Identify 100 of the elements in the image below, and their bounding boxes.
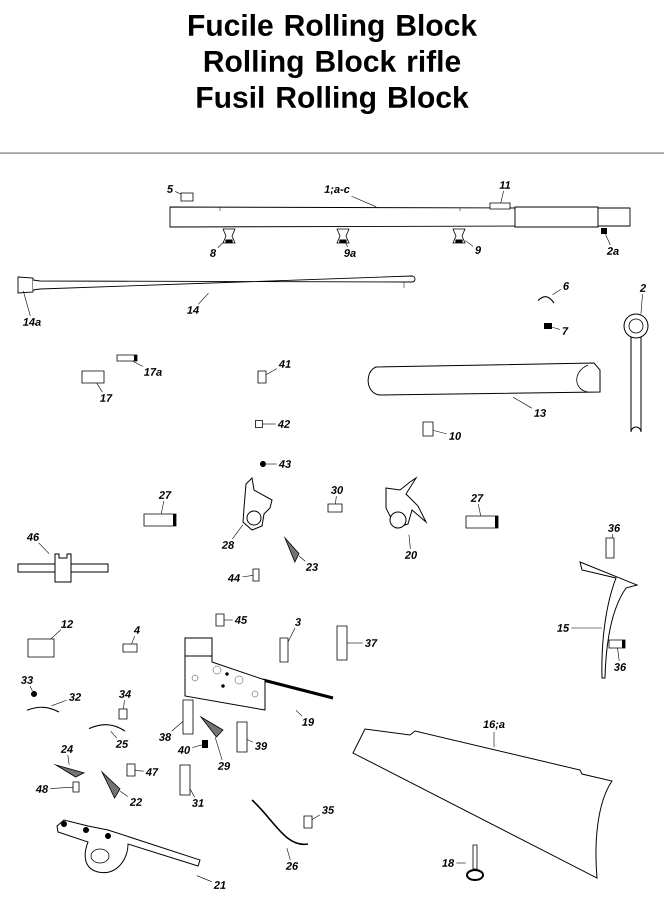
part-drawing: [606, 538, 614, 558]
callout-number: 1;a-c: [324, 185, 350, 195]
part-drawing: [336, 228, 350, 244]
leader-line: [196, 875, 212, 882]
callout-number: 37: [364, 639, 378, 647]
callout-number: 35: [322, 806, 334, 814]
callout-number: 18: [442, 859, 454, 867]
callout-number: 22: [130, 798, 142, 806]
callout-number: 36: [614, 663, 626, 671]
callout-number: 41: [278, 360, 291, 368]
callout-number: 2: [640, 284, 646, 292]
part-drawing: [126, 764, 136, 776]
part-drawing: [258, 370, 266, 384]
part-drawing: [116, 354, 138, 362]
leader-line: [464, 240, 474, 247]
callout-number: 38: [158, 733, 172, 741]
callout-number: 45: [234, 616, 248, 624]
leader-line: [96, 382, 103, 392]
callout-number: 14: [187, 306, 199, 314]
callout-number: 11: [499, 181, 510, 189]
leader-line: [296, 710, 302, 717]
part-drawing: [422, 422, 434, 436]
leader-line: [351, 196, 376, 208]
title: Fucile Rolling Block Rolling Block rifle Fusil Rolling Block: [189, 14, 478, 114]
callout-number: 27: [158, 491, 172, 499]
callout-number: 6: [563, 282, 570, 290]
leader-line: [232, 524, 244, 540]
part-drawing: [255, 420, 263, 428]
callout-number: 7: [562, 327, 568, 335]
callout-number: 28: [222, 541, 234, 549]
callout-number: 31: [192, 799, 204, 807]
callout-number: 40: [178, 746, 190, 754]
leader-line: [198, 292, 209, 305]
leader-line: [478, 504, 482, 516]
callout-number: 21: [214, 881, 226, 889]
leader-line: [120, 790, 128, 797]
leader-line: [246, 739, 254, 742]
callout-number: 16;a: [483, 720, 505, 730]
callout-number: 3: [295, 618, 301, 626]
leader-line: [123, 700, 125, 710]
part-drawing: [624, 314, 648, 432]
leader-line: [131, 636, 135, 644]
part-drawing: [252, 568, 260, 582]
leader-line: [30, 686, 33, 692]
leader-line: [456, 862, 466, 864]
leader-line: [266, 368, 278, 375]
callout-number: 15: [557, 624, 570, 632]
part-drawing: [304, 816, 312, 828]
callout-number: 17: [100, 394, 113, 402]
part-drawing: [260, 461, 266, 467]
leader-line: [335, 496, 337, 504]
leader-line: [110, 730, 118, 738]
part-drawing: [180, 764, 190, 796]
part-drawing: [170, 206, 630, 228]
callout-number: 9a: [344, 249, 356, 257]
callout-number: 4: [134, 626, 140, 634]
leader-line: [605, 234, 611, 246]
part-drawing: [118, 708, 128, 720]
callout-number: 42: [278, 420, 290, 428]
leader-line: [23, 290, 31, 316]
callout-number: 29: [218, 762, 230, 770]
leader-line: [512, 396, 532, 408]
part-drawing: [466, 516, 498, 528]
callout-number: 46: [26, 533, 40, 541]
part-drawing: [368, 362, 600, 396]
leader-line: [312, 814, 320, 820]
callout-number: 12: [61, 620, 73, 628]
leader-line: [38, 542, 50, 554]
callout-number: 33: [20, 676, 33, 684]
part-drawing: [122, 644, 138, 652]
leader-line: [408, 534, 411, 550]
callout-number: 30: [330, 486, 343, 494]
leader-line: [132, 360, 144, 367]
part-drawing: [18, 554, 108, 582]
leader-line: [51, 700, 68, 706]
callout-number: 27: [470, 494, 484, 502]
leader-line: [242, 575, 254, 578]
part-drawing: [202, 740, 208, 748]
callout-number: 19: [302, 718, 314, 726]
part-drawing: [18, 276, 416, 294]
callout-number: 10: [449, 432, 461, 440]
leader-line: [50, 629, 62, 640]
callout-number: 17a: [144, 368, 162, 376]
part-drawing: [182, 700, 194, 734]
part-drawing: [490, 202, 510, 210]
callout-number: 39: [254, 742, 268, 750]
leader-line: [432, 430, 448, 434]
callout-number: 32: [68, 693, 81, 701]
callout-number: 14a: [23, 318, 41, 326]
part-drawing: [184, 638, 334, 711]
part-drawing: [251, 799, 308, 846]
callout-number: 43: [278, 460, 291, 468]
callout-number: 24: [60, 745, 73, 753]
leader-line: [68, 754, 70, 766]
callout-number: 9: [475, 246, 482, 254]
leader-line: [500, 190, 504, 204]
part-drawing: [31, 691, 37, 697]
leader-line: [346, 642, 363, 644]
part-drawing: [580, 562, 638, 678]
callout-number: 48: [36, 785, 48, 793]
